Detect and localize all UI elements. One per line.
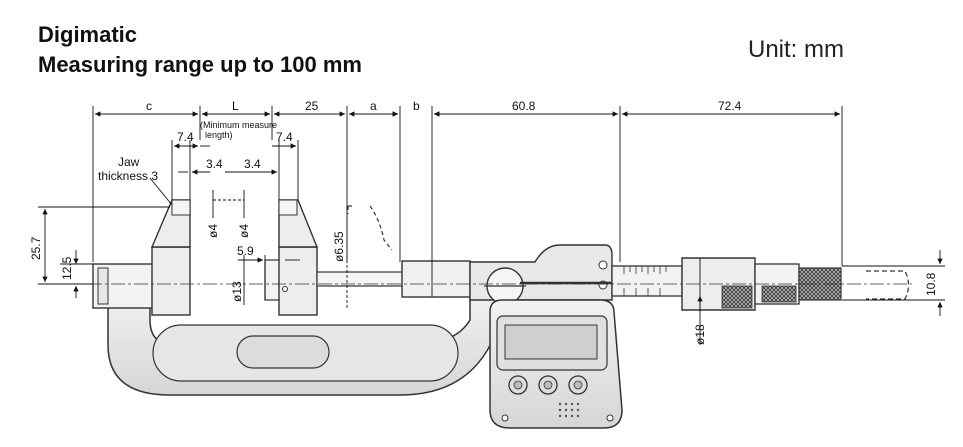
digital-head	[469, 244, 623, 429]
dim-5-9: 5.9	[237, 244, 254, 258]
title-line-2: Measuring range up to 100 mm	[38, 52, 362, 77]
dim-7-4-left: 7.4	[177, 130, 194, 144]
top-dimension-lines	[92, 106, 843, 266]
jaw-label-line2: thickness 3	[98, 169, 158, 183]
dim-3-4-left: 3.4	[206, 157, 223, 171]
dim-b: b	[413, 99, 420, 113]
dim-a: a	[370, 99, 377, 113]
dim-60-8: 60.8	[512, 99, 536, 113]
unit-label: Unit: mm	[748, 36, 844, 63]
dim-12-5: 12.5	[60, 256, 74, 280]
dim-7-4-right: 7.4	[276, 130, 293, 144]
jaw-label-line1: Jaw	[118, 155, 140, 169]
left-vertical-lines	[38, 206, 170, 298]
right-vertical-lines	[697, 250, 945, 345]
anvil-assembly	[92, 199, 191, 316]
dim-25: 25	[305, 99, 319, 113]
dim-phi4-right: ø4	[237, 224, 251, 238]
dim-25-7: 25.7	[29, 236, 43, 260]
dim-phi4-left: ø4	[206, 224, 220, 238]
dim-72-4: 72.4	[718, 99, 742, 113]
dim-c: c	[146, 99, 152, 113]
jaw-detail-lines	[149, 140, 348, 310]
movable-jaw	[264, 199, 319, 316]
dim-phi6-35: ø6.35	[332, 231, 346, 262]
dim-L: L	[232, 99, 239, 113]
min-measure-line1: (Minimum measure	[200, 120, 277, 130]
dim-phi18: ø18	[693, 324, 707, 345]
dim-phi13: ø13	[230, 281, 244, 302]
min-measure-line2: length)	[205, 130, 233, 140]
dim-10-8: 10.8	[924, 272, 938, 296]
dim-3-4-right: 3.4	[244, 157, 261, 171]
title-line-1: Digimatic	[38, 22, 138, 47]
